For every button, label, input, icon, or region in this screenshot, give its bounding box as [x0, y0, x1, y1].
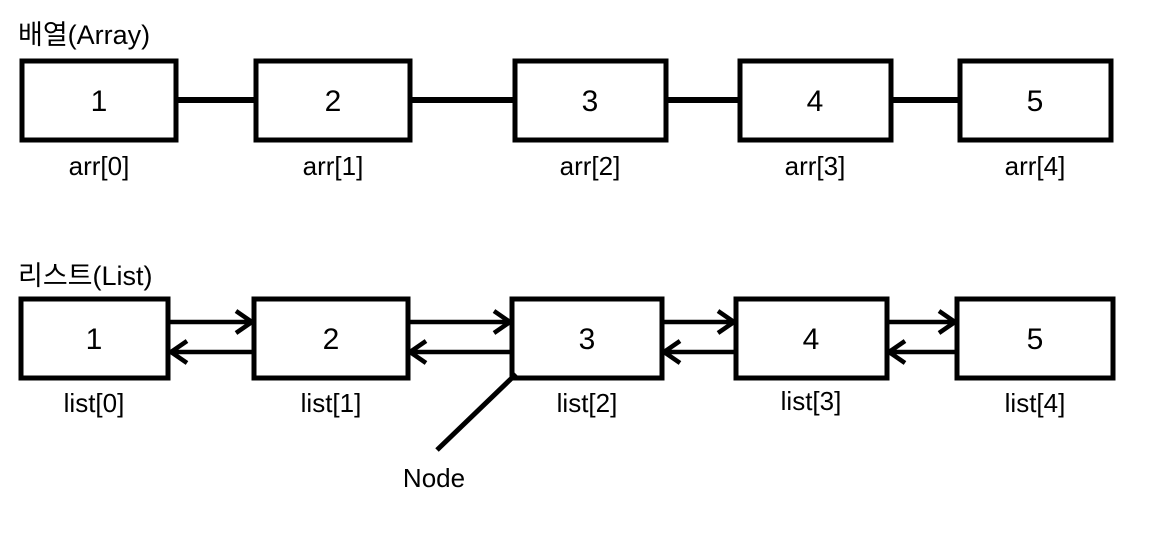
array-box-value: 4: [807, 85, 824, 118]
array-box: [19, 58, 179, 143]
list-node-2: 3 list[2]: [509, 296, 665, 418]
next-pointer-arrow: [889, 309, 959, 335]
list-section-title: 리스트(List): [18, 261, 153, 291]
next-pointer-arrow: [664, 309, 738, 335]
list-node-4: 5 list[4]: [954, 296, 1116, 418]
array-box: [737, 58, 894, 143]
array-box-value: 2: [325, 85, 342, 118]
array-index-label: arr[3]: [785, 151, 846, 181]
array-node-2: 3 arr[2]: [512, 58, 669, 181]
list-box: [18, 296, 171, 381]
list-box: [733, 296, 890, 381]
node-callout-line: [435, 372, 518, 452]
list-box: [954, 296, 1116, 381]
array-box-value: 3: [582, 85, 599, 118]
array-index-label: arr[0]: [69, 151, 130, 181]
array-index-label: arr[2]: [560, 151, 621, 181]
list-section: 리스트(List) 1 list[0] 2 list[1] 3 list[2]: [18, 261, 1116, 493]
array-section-title: 배열(Array): [18, 20, 150, 50]
list-node-1: 2 list[1]: [251, 296, 411, 418]
array-box: [253, 58, 413, 143]
list-box-value: 1: [86, 323, 103, 356]
next-pointer-arrow: [170, 309, 256, 335]
prev-pointer-arrow: [885, 339, 955, 365]
list-box: [251, 296, 411, 381]
array-box: [512, 58, 669, 143]
array-box-value: 1: [91, 85, 108, 118]
prev-pointer-arrow: [660, 339, 734, 365]
list-box: [509, 296, 665, 381]
next-pointer-arrow: [410, 309, 514, 335]
list-index-label: list[4]: [1005, 388, 1066, 418]
prev-pointer-arrow: [406, 339, 510, 365]
array-node-1: 2 arr[1]: [253, 58, 413, 181]
array-index-label: arr[1]: [303, 151, 364, 181]
array-node-0: 1 arr[0]: [19, 58, 179, 181]
list-index-label: list[3]: [781, 386, 842, 416]
list-box-value: 2: [323, 323, 340, 356]
list-index-label: list[1]: [301, 388, 362, 418]
list-node-0: 1 list[0]: [18, 296, 171, 418]
list-box-value: 5: [1027, 323, 1044, 356]
node-annotation: Node: [403, 372, 518, 493]
list-node-3: 4 list[3]: [733, 296, 890, 416]
array-node-4: 5 arr[4]: [957, 58, 1114, 181]
array-node-3: 4 arr[3]: [737, 58, 894, 181]
array-section: 배열(Array) 1 arr[0] 2 arr[1] 3 arr[2] 4 a…: [18, 20, 1114, 181]
prev-pointer-arrow: [167, 339, 252, 365]
list-index-label: list[2]: [557, 388, 618, 418]
list-box-value: 3: [579, 323, 596, 356]
node-annotation-label: Node: [403, 463, 465, 493]
list-box-value: 4: [803, 323, 820, 356]
array-index-label: arr[4]: [1005, 151, 1066, 181]
array-box-value: 5: [1027, 85, 1044, 118]
array-box: [957, 58, 1114, 143]
list-index-label: list[0]: [64, 388, 125, 418]
